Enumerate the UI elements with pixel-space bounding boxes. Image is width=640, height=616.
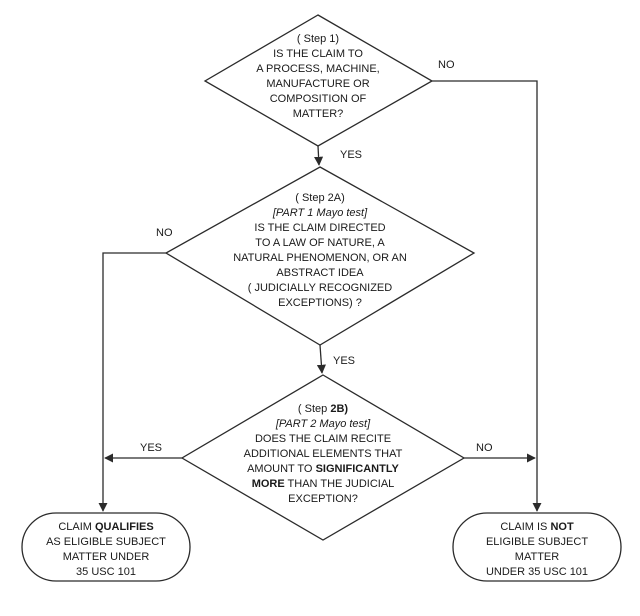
step2b-no-label: NO [476, 442, 493, 454]
outcome-eligible-line: AS ELIGIBLE SUBJECT [46, 536, 166, 548]
step2b-line: AMOUNT TO SIGNIFICANTLY [247, 463, 399, 475]
outcome-not-eligible-text: CLAIM IS NOT ELIGIBLE SUBJECT MATTER UND… [486, 521, 588, 578]
step1-yes-label: YES [340, 149, 362, 161]
step2a-line: IS THE CLAIM DIRECTED [254, 222, 385, 234]
step1-line: IS THE CLAIM TO [273, 48, 363, 60]
step2b-decision-diamond [180, 374, 466, 541]
outcome-not-eligible-line: CLAIM IS NOT [500, 521, 574, 533]
step1-no-label: NO [438, 59, 455, 71]
step2b-line: DOES THE CLAIM RECITE [255, 433, 391, 445]
outcome-not-eligible-terminal [452, 512, 622, 582]
outcome-eligible-line: 35 USC 101 [76, 566, 136, 578]
step2a-line: EXCEPTIONS) ? [278, 297, 362, 309]
step2a-line: [PART 1 Mayo test] [272, 207, 368, 219]
step2a-line: ( JUDICIALLY RECOGNIZED [248, 282, 393, 294]
step2b-line: MORE THAN THE JUDICIAL [252, 478, 395, 490]
step1-line: ( Step 1) [297, 33, 339, 45]
step2b-text: ( Step 2B) [PART 2 Mayo test] DOES THE C… [244, 403, 403, 505]
outcome-eligible-line: CLAIM QUALIFIES [58, 521, 153, 533]
outcome-not-eligible-line: MATTER [515, 551, 559, 563]
outcome-not-eligible-line: ELIGIBLE SUBJECT [486, 536, 588, 548]
step2a-line: ( Step 2A) [295, 192, 345, 204]
step1-line: MATTER? [293, 108, 344, 120]
step2b-line: [PART 2 Mayo test] [275, 418, 371, 430]
step1-text: ( Step 1) IS THE CLAIM TO A PROCESS, MAC… [256, 33, 379, 120]
step2a-line: TO A LAW OF NATURE, A [255, 237, 385, 249]
step2a-text: ( Step 2A) [PART 1 Mayo test] IS THE CLA… [233, 192, 407, 309]
step1-yes-connector [314, 145, 324, 166]
step2a-line: NATURAL PHENOMENON, OR AN [233, 252, 407, 264]
step2b-yes-label: YES [140, 442, 162, 454]
step2b-line: ( Step 2B) [298, 403, 348, 415]
step2b-line: EXCEPTION? [288, 493, 358, 505]
step2a-no-label: NO [156, 227, 173, 239]
step1-line: A PROCESS, MACHINE, [256, 63, 379, 75]
outcome-eligible-terminal [21, 512, 191, 582]
outcome-eligible-line: MATTER UNDER [63, 551, 150, 563]
step2b-line: ADDITIONAL ELEMENTS THAT [244, 448, 403, 460]
outcome-not-eligible-line: UNDER 35 USC 101 [486, 566, 588, 578]
step1-line: MANUFACTURE OR [266, 78, 369, 90]
step1-no-connector [432, 80, 542, 512]
outcome-eligible-text: CLAIM QUALIFIES AS ELIGIBLE SUBJECT MATT… [46, 521, 166, 578]
step2a-line: ABSTRACT IDEA [276, 267, 364, 279]
step2a-yes-connector [316, 344, 326, 374]
step2a-yes-label: YES [333, 355, 355, 367]
step2a-no-connector [98, 252, 166, 512]
step1-line: COMPOSITION OF [270, 93, 367, 105]
